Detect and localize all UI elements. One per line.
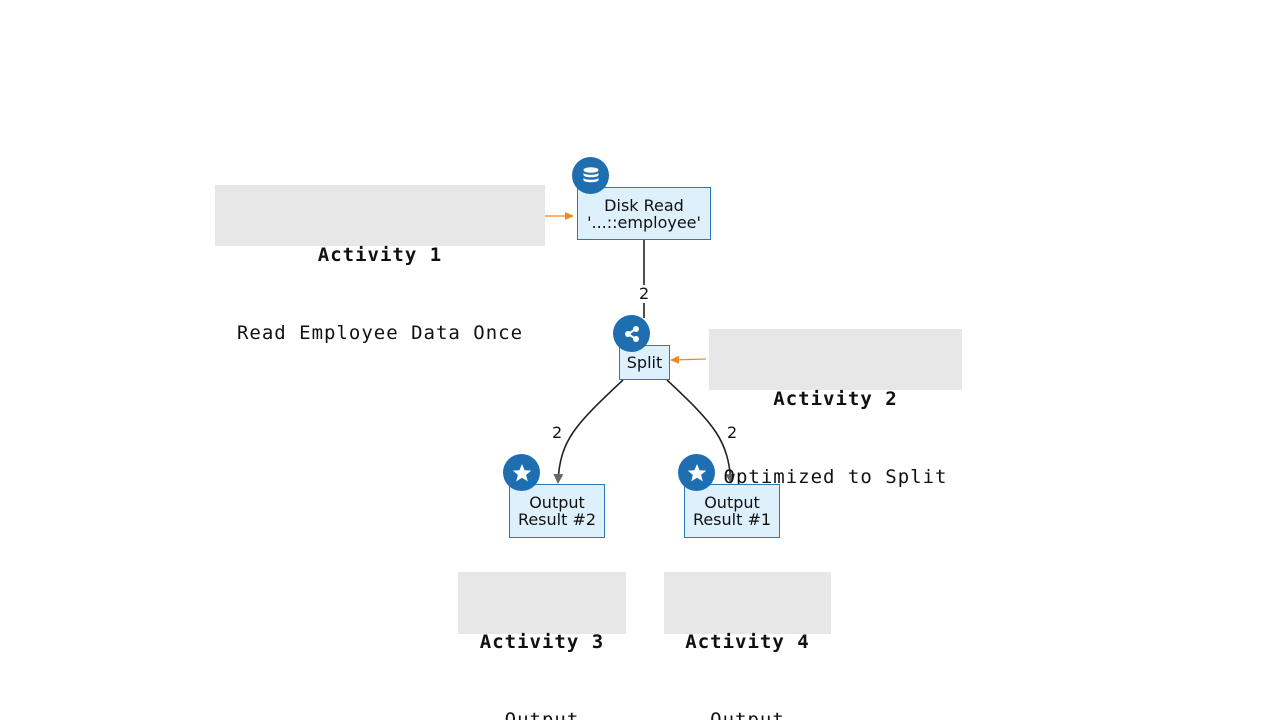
callout-activity-4-title: Activity 4 xyxy=(685,631,810,653)
callout-activity-2: Activity 2 Optimized to Split xyxy=(709,329,962,488)
node-output-result-2-line2: Result #2 xyxy=(517,510,597,529)
callout-activity-2-subtitle: Optimized to Split xyxy=(723,466,948,488)
edge-label-split-to-output2: 2 xyxy=(551,423,564,442)
node-output-result-1-line1: Output xyxy=(704,493,760,512)
edge-label-split-to-output1: 2 xyxy=(726,423,739,442)
callout-activity-4: Activity 4 Output xyxy=(664,572,831,720)
callout-activity-1-subtitle: Read Employee Data Once xyxy=(236,322,524,344)
node-disk-read[interactable]: Disk Read '...::employee' xyxy=(577,187,711,240)
callout-activity-3-title: Activity 3 xyxy=(479,631,605,653)
node-output-result-2[interactable]: Output Result #2 xyxy=(509,484,605,538)
callout-activity-1-title: Activity 1 xyxy=(317,244,443,266)
database-icon xyxy=(572,157,609,194)
edge-label-disk-to-split: 2 xyxy=(638,284,651,303)
node-output-result-1-line2: Result #1 xyxy=(692,510,772,529)
node-split-label: Split xyxy=(626,353,663,372)
node-output-result-2-line1: Output xyxy=(529,493,585,512)
callout-activity-3-subtitle: Output xyxy=(504,709,580,720)
edge-split-to-output1 xyxy=(666,379,736,484)
node-output-result-1[interactable]: Output Result #1 xyxy=(684,484,780,538)
pointer-activity2 xyxy=(670,355,707,364)
star-icon xyxy=(678,454,715,491)
edge-split-to-output2 xyxy=(553,379,624,484)
node-disk-read-title: Disk Read xyxy=(604,195,684,215)
callout-activity-2-title: Activity 2 xyxy=(773,388,898,410)
callout-activity-4-subtitle: Output xyxy=(710,709,785,720)
callout-activity-3: Activity 3 Output xyxy=(458,572,626,720)
share-icon xyxy=(613,315,650,352)
callout-activity-1: Activity 1 Read Employee Data Once xyxy=(215,185,545,344)
star-icon xyxy=(503,454,540,491)
node-disk-read-source: '...::employee' xyxy=(587,212,701,232)
